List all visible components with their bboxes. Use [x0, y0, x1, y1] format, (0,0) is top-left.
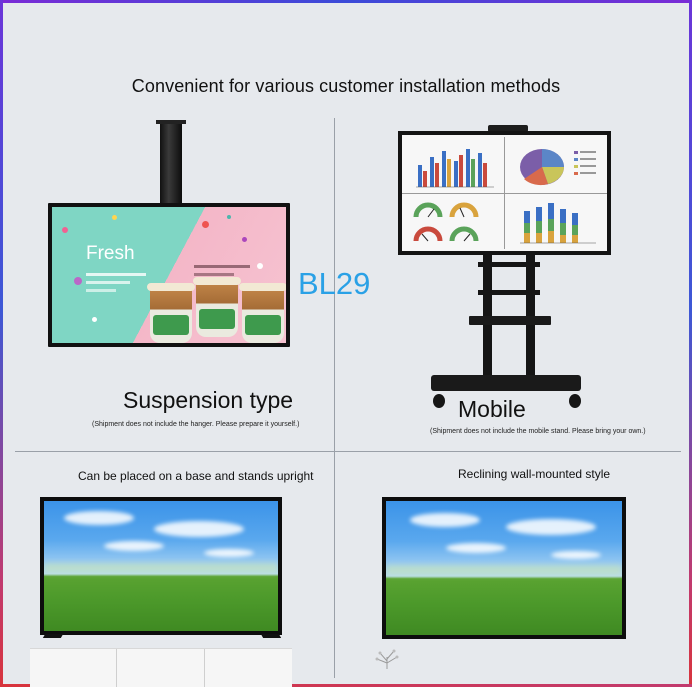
tv-foot-right	[260, 634, 282, 638]
wheel-icon	[569, 394, 581, 408]
suspension-type-label: Suspension type	[123, 387, 294, 413]
screen-split-h	[402, 193, 607, 194]
drink-cup	[193, 277, 241, 337]
camera-bar	[488, 125, 528, 132]
gauge-graphic	[413, 202, 479, 242]
cloud	[104, 541, 164, 551]
screen-text-line	[86, 281, 130, 284]
suspension-tv: Fresh	[48, 203, 290, 347]
confetti-dot	[92, 317, 97, 322]
drink-cup	[147, 283, 195, 343]
cloud	[410, 513, 480, 527]
screen-text-line	[194, 273, 234, 276]
mobile-note: (Shipment does not include the mobile st…	[430, 428, 646, 435]
base-tv-screen	[44, 501, 278, 631]
base-tv	[40, 497, 282, 635]
frame-left	[0, 0, 3, 687]
plant-decoration	[375, 649, 399, 669]
stand-post-left	[483, 255, 492, 375]
confetti-dot	[257, 263, 263, 269]
pole-ring	[156, 120, 186, 124]
cloud	[204, 549, 254, 557]
cloud	[551, 551, 601, 559]
mobile-tv	[398, 131, 611, 255]
bar-chart-graphic	[416, 149, 494, 188]
horizon-glow	[386, 565, 622, 575]
cloud	[154, 521, 244, 537]
screen-text-line	[86, 273, 146, 276]
cloud	[446, 543, 506, 553]
ceiling-pole	[160, 120, 182, 206]
stacked-bar-graphic	[520, 203, 596, 244]
page-title: Convenient for various customer installa…	[131, 76, 561, 96]
wall-tv	[382, 497, 626, 639]
frame-bottom	[0, 684, 692, 687]
wall-label: Reclining wall-mounted style	[458, 467, 611, 481]
tv-cabinet	[30, 648, 292, 687]
frame-right	[689, 0, 692, 687]
horizontal-divider	[15, 451, 681, 452]
screen-text-line	[194, 265, 250, 268]
suspension-note: (Shipment does not include the hanger. P…	[92, 421, 300, 428]
confetti-dot	[227, 215, 231, 219]
confetti-dot	[202, 221, 209, 228]
confetti-dot	[74, 277, 82, 285]
model-label: BL29	[298, 266, 371, 301]
drink-cup	[239, 283, 286, 343]
mobile-label: Mobile	[458, 396, 526, 422]
wall-tv-screen	[386, 501, 622, 635]
stand-shelf	[469, 316, 551, 325]
screen-text-line	[86, 289, 116, 292]
pie-chart-graphic	[520, 149, 596, 186]
vertical-divider	[334, 118, 335, 678]
horizon-glow	[44, 563, 278, 573]
stand-crossbar	[478, 290, 540, 295]
cloud	[64, 511, 134, 525]
confetti-dot	[242, 237, 247, 242]
confetti-dot	[112, 215, 117, 220]
frame-top	[0, 0, 692, 3]
base-label: Can be placed on a base and stands uprig…	[78, 469, 314, 483]
tv-foot-left	[42, 634, 64, 638]
stand-base	[431, 375, 581, 391]
screen-fresh-text: Fresh	[86, 243, 135, 264]
stand-post-right	[526, 255, 535, 375]
mobile-tv-screen	[402, 135, 607, 251]
confetti-dot	[62, 227, 68, 233]
suspension-tv-screen: Fresh	[52, 207, 286, 343]
wheel-icon	[433, 394, 445, 408]
cloud	[506, 519, 596, 535]
stand-crossbar	[478, 262, 540, 267]
